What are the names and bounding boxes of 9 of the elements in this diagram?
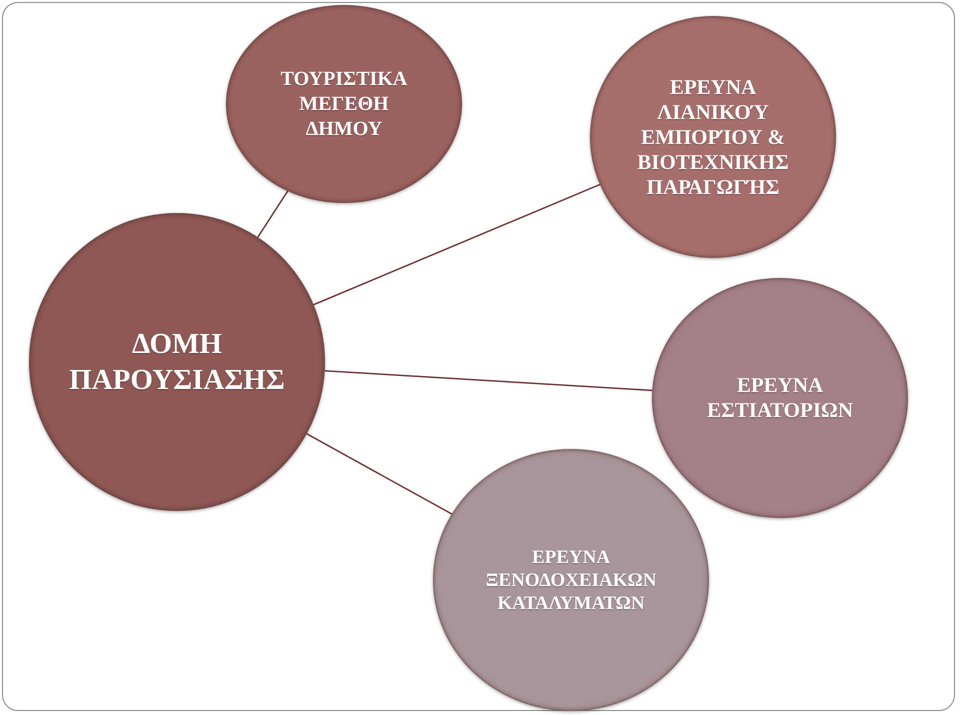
circle-label: ΕΡΕΥΝΑ ΞΕΝΟΔΟΧΕΙΑΚΩΝ ΚΑΤΑΛΥΜΑΤΩΝ	[484, 546, 658, 614]
connector-line	[306, 433, 452, 515]
connector-line	[257, 190, 288, 238]
circle-label: ΤΟΥΡΙΣΤΙΚΑ ΜΕΓΕΘΗ ΔΗΜΟΥ	[280, 66, 408, 142]
connector-line	[313, 184, 600, 306]
circle-label: ΕΡΕΥΝΑ ΛΙΑΝΙΚΟΎ ΕΜΠΟΡΊΟΥ & ΒΙΟΤΕΧΝΙΚΗΣ ΠΑΡΑΓΩΓΉΣ	[636, 74, 790, 200]
connector-line	[324, 370, 652, 392]
circle-label: ΕΡΕΥΝΑ ΕΣΤΙΑΤΟΡΙΩΝ	[706, 373, 854, 423]
circle-label: ΔΟΜΗ ΠΑΡΟΥΣΙΑΣΗΣ	[68, 327, 286, 398]
